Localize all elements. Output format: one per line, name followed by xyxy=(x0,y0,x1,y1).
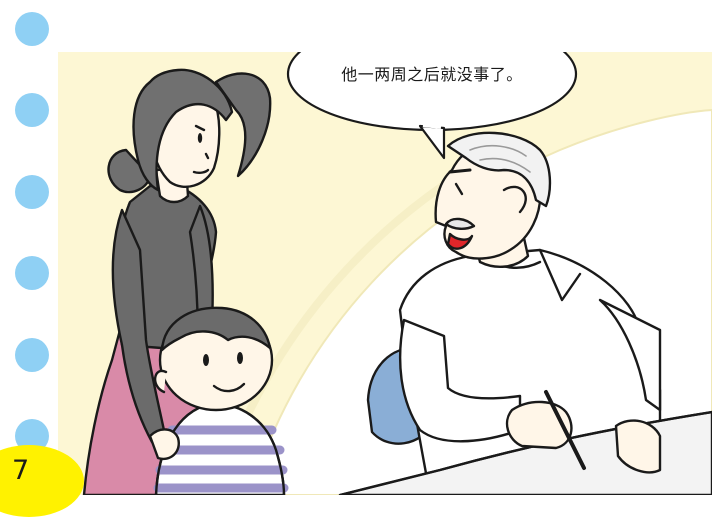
page-number: 7 xyxy=(12,455,30,486)
binding-dot xyxy=(15,93,49,127)
doctor xyxy=(338,131,712,495)
speech-bubble xyxy=(286,52,578,160)
comic-page: 他一两周之后就没事了。 7 xyxy=(0,12,712,517)
speech-bubble-text: 他一两周之后就没事了。 xyxy=(341,65,523,84)
binding-dot xyxy=(15,175,49,209)
comic-illustration xyxy=(58,52,712,495)
boy xyxy=(148,306,289,495)
binding-dot xyxy=(15,12,49,46)
binding-dot xyxy=(15,256,49,290)
binding-dot xyxy=(15,338,49,372)
